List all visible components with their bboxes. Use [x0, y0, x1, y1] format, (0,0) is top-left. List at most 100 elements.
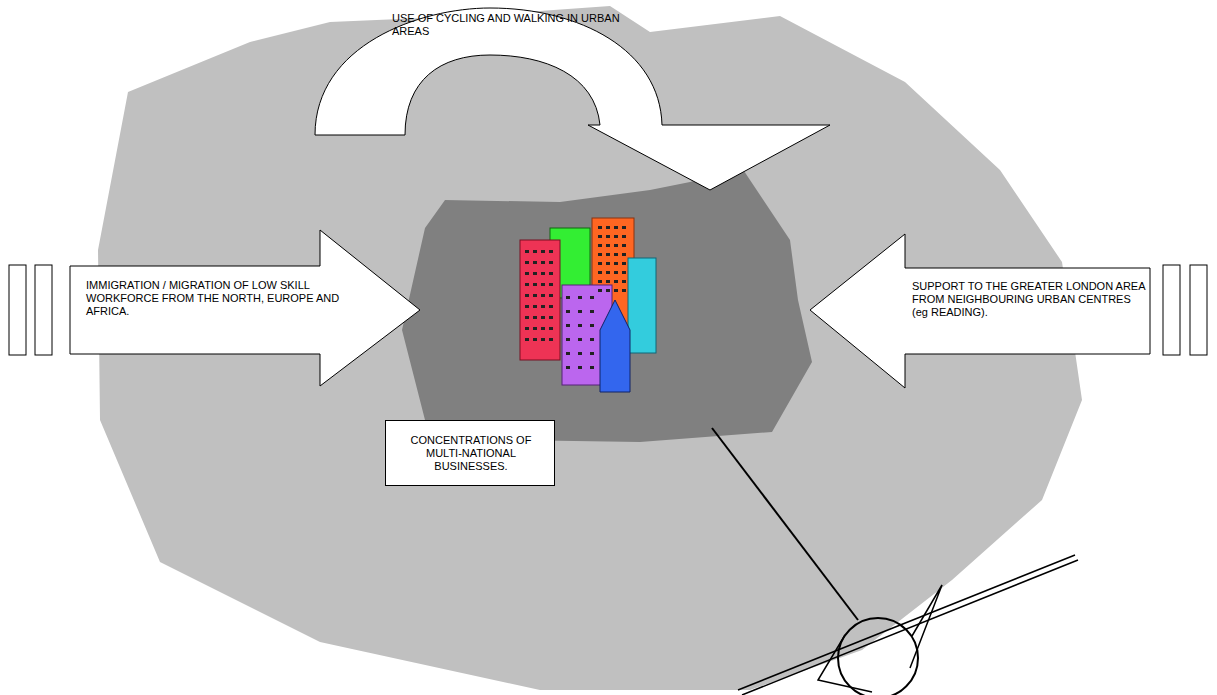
label-box: CONCENTRATIONS OF MULTI-NATIONAL BUSINES… — [385, 420, 555, 486]
window — [614, 235, 618, 238]
window — [598, 271, 602, 274]
window — [622, 235, 626, 238]
window — [590, 324, 594, 327]
window — [590, 310, 594, 313]
side-bar — [1163, 265, 1180, 355]
window — [533, 272, 537, 275]
building — [600, 300, 630, 392]
window — [614, 280, 618, 283]
building — [520, 240, 560, 360]
window — [590, 296, 594, 299]
rail-magnifier — [738, 555, 1078, 695]
window — [541, 272, 545, 275]
window — [606, 244, 610, 247]
window — [606, 262, 610, 265]
window — [566, 338, 570, 341]
window — [578, 352, 582, 355]
window — [533, 250, 537, 253]
window — [541, 261, 545, 264]
side-bar — [9, 265, 26, 355]
window — [525, 316, 529, 319]
window — [525, 261, 529, 264]
window — [533, 327, 537, 330]
window — [622, 226, 626, 229]
window — [598, 253, 602, 256]
side-bar — [1190, 265, 1207, 355]
window — [549, 305, 553, 308]
window — [614, 262, 618, 265]
window — [578, 310, 582, 313]
window — [549, 283, 553, 286]
window — [549, 261, 553, 264]
left-arrow: SUPPORT TO THE GREATER LONDON AREA FROM … — [806, 232, 1152, 390]
window — [549, 338, 553, 341]
window — [598, 235, 602, 238]
window — [606, 235, 610, 238]
window — [533, 338, 537, 341]
window — [541, 294, 545, 297]
window — [622, 271, 626, 274]
node-text: CONCENTRATIONS OF MULTI-NATIONAL BUSINES… — [392, 434, 550, 473]
magnifier-circle — [838, 618, 918, 695]
window — [598, 280, 602, 283]
window — [614, 244, 618, 247]
window — [606, 226, 610, 229]
curved-arrow: USE OF CYCLING AND WALKING IN URBAN AREA… — [312, 4, 834, 194]
window — [606, 280, 610, 283]
window — [533, 283, 537, 286]
node-text: IMMIGRATION / MIGRATION OF LOW SKILL WOR… — [86, 279, 376, 318]
window — [590, 352, 594, 355]
rail-line — [742, 560, 1078, 695]
window — [533, 261, 537, 264]
window — [590, 338, 594, 341]
window — [606, 289, 610, 292]
window — [541, 283, 545, 286]
window — [598, 262, 602, 265]
window — [622, 280, 626, 283]
window — [549, 272, 553, 275]
window — [541, 338, 545, 341]
window — [525, 327, 529, 330]
window — [606, 271, 610, 274]
rail-line — [738, 555, 1075, 690]
window — [622, 253, 626, 256]
window — [622, 244, 626, 247]
side-bar — [35, 265, 52, 355]
window — [614, 289, 618, 292]
window — [533, 305, 537, 308]
window — [533, 294, 537, 297]
right-arrow: IMMIGRATION / MIGRATION OF LOW SKILL WOR… — [68, 228, 424, 388]
window — [606, 253, 610, 256]
node-text: USE OF CYCLING AND WALKING IN URBAN AREA… — [392, 12, 632, 38]
window — [566, 366, 570, 369]
building-icon — [520, 218, 656, 392]
window — [578, 338, 582, 341]
window — [525, 305, 529, 308]
window — [598, 226, 602, 229]
window — [525, 272, 529, 275]
window — [541, 327, 545, 330]
window — [622, 289, 626, 292]
window — [578, 366, 582, 369]
window — [578, 324, 582, 327]
window — [541, 250, 545, 253]
window — [622, 262, 626, 265]
window — [614, 226, 618, 229]
window — [525, 294, 529, 297]
window — [578, 296, 582, 299]
window — [541, 305, 545, 308]
window — [549, 250, 553, 253]
curved-arrow-shape — [312, 4, 834, 194]
right-arrow-outline — [70, 230, 420, 386]
window — [541, 316, 545, 319]
window — [614, 271, 618, 274]
window — [566, 310, 570, 313]
window — [590, 366, 594, 369]
curved-arrow-outline — [315, 8, 830, 190]
window — [525, 338, 529, 341]
window — [566, 296, 570, 299]
window — [549, 327, 553, 330]
window — [549, 294, 553, 297]
window — [533, 316, 537, 319]
window — [598, 289, 602, 292]
